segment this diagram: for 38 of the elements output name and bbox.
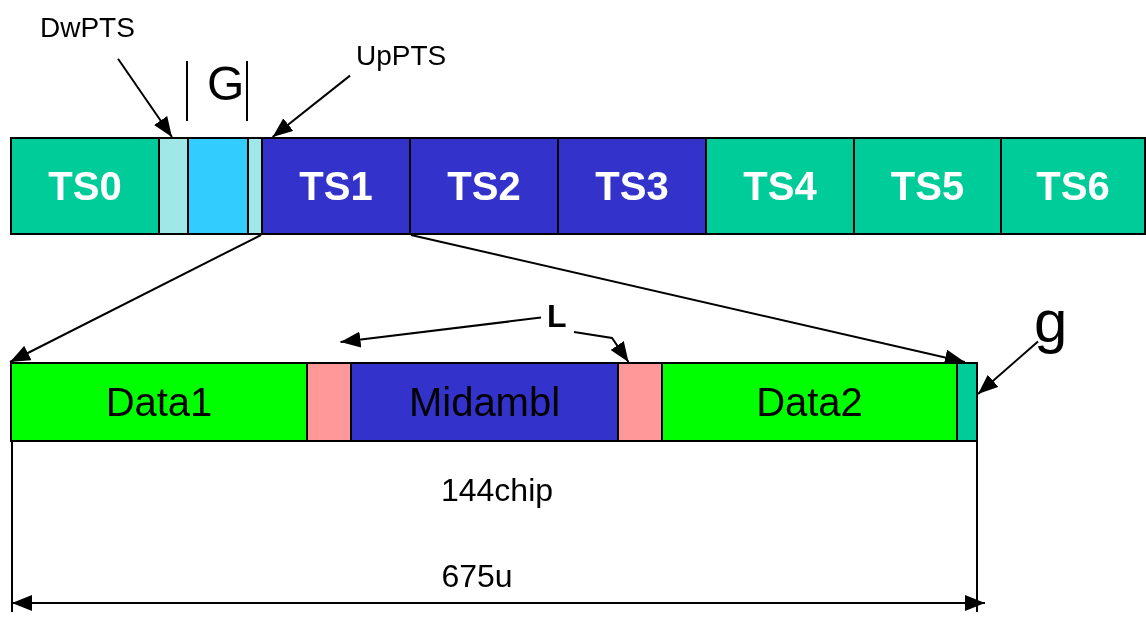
arrow [117,57,173,138]
field-label: TS1 [299,163,373,209]
dimension-label: 144chip [440,474,554,506]
field-label: TS5 [890,163,965,209]
midamble-field [350,362,619,442]
time-slot [705,137,855,235]
time-slot [10,137,160,235]
guard-field [306,362,352,442]
time-slot [853,137,1002,235]
field-label: Data2 [756,379,863,425]
guard-slot [187,137,249,235]
field-label: TS2 [447,163,521,209]
arrow [339,316,542,348]
arrow [271,74,351,138]
callout-label: g [1034,292,1068,352]
time-slot [1000,137,1146,235]
time-slot [557,137,707,235]
field-label: TS6 [1036,163,1110,209]
field-label: TS0 [48,163,122,209]
arrow [9,234,262,363]
field-label: Midambl [408,379,561,425]
arrow [573,331,630,363]
field-label: TS4 [743,163,817,209]
guard-field [617,362,663,442]
data-field [10,362,308,442]
time-slot [409,137,559,235]
field-label: TS3 [595,163,669,209]
guard-field [956,362,978,442]
callout-label: L [547,300,567,332]
data-field [661,362,958,442]
field-label: Data1 [105,379,213,425]
dimension-label: 675u [441,560,513,592]
time-slot [261,137,411,235]
arrow [977,340,1039,395]
callout-label: DwPTS [40,14,135,42]
callout-label: UpPTS [356,42,447,70]
callout-label: G [207,60,245,108]
pilot-slot [158,137,189,235]
